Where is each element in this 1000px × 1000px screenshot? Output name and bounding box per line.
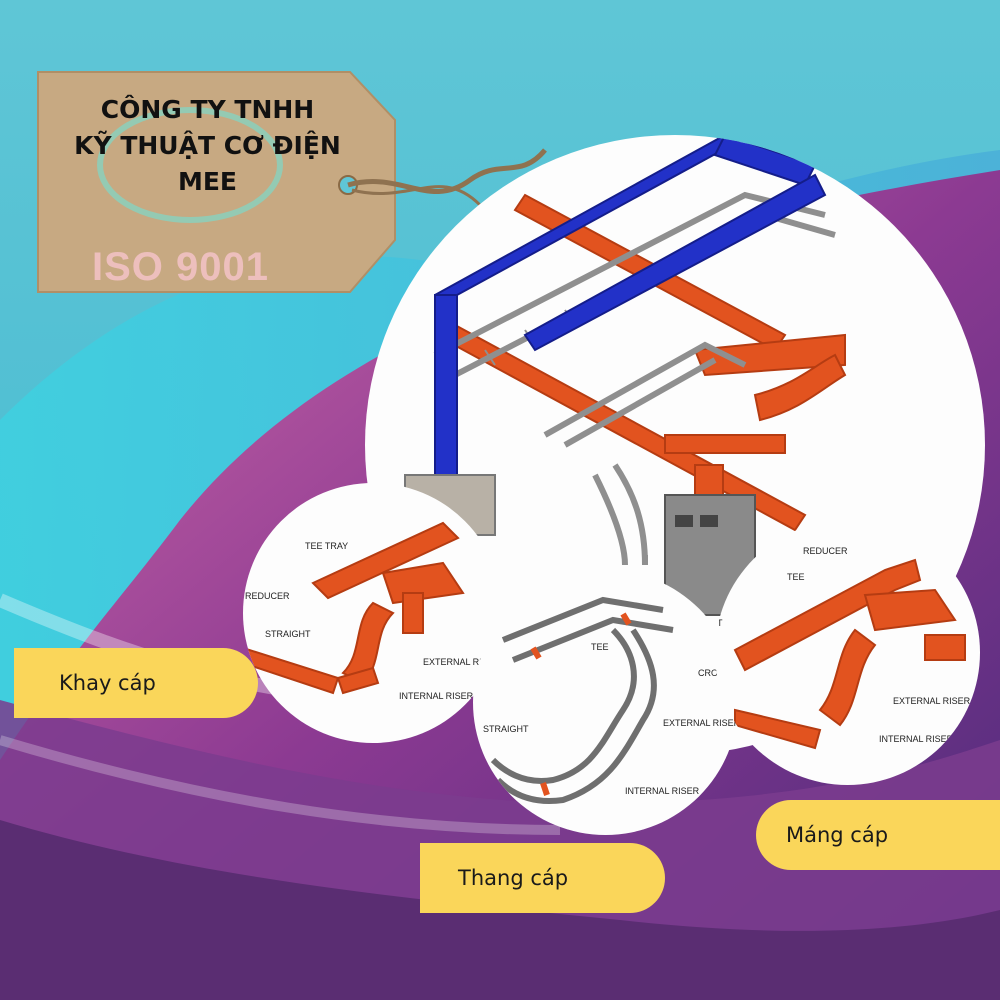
cable-trunking-illustration: REDUCER TEE EXTERNAL RISER INTERNAL RISE… xyxy=(717,546,971,750)
product-label-thang-cap: Thang cáp xyxy=(420,843,665,913)
tray-circle: TEE TRAY REDUCER STRAIGHT EXTERNAL RISER… xyxy=(243,483,503,743)
label-straight: STRAIGHT xyxy=(265,629,311,639)
label-tee-tray: TEE TRAY xyxy=(305,541,348,551)
product-label-khay-cap: Khay cáp xyxy=(14,648,258,718)
label-reducer: REDUCER xyxy=(803,546,848,556)
company-line-3: MEE xyxy=(177,167,238,196)
label-internal-riser: INTERNAL RISER xyxy=(399,691,474,701)
cable-ladder-illustration: TEE CROSS STRAIGHT EXTERNAL RISER INTERN… xyxy=(483,596,738,804)
product-name: Máng cáp xyxy=(786,823,889,847)
label-reducer: REDUCER xyxy=(245,591,290,601)
label-external-riser: EXTERNAL RISER xyxy=(893,696,971,706)
label-t: T xyxy=(717,618,723,628)
company-line-2: KỸ THUẬT CƠ ĐIỆN xyxy=(74,131,341,160)
product-label-mang-cap: Máng cáp xyxy=(756,800,1000,870)
label-tee: TEE xyxy=(591,642,609,652)
label-external-riser: EXTERNAL RISER xyxy=(423,657,501,667)
company-line-1: CÔNG TY TNHH xyxy=(100,95,315,124)
label-straight: STRAIGHT xyxy=(483,724,529,734)
label-cross: CROSS xyxy=(698,668,730,678)
label-tee: TEE xyxy=(787,572,805,582)
label-internal-riser: INTERNAL RISER xyxy=(625,786,700,796)
iso-certification: ISO 9001 xyxy=(92,245,270,289)
trunking-circle: REDUCER TEE EXTERNAL RISER INTERNAL RISE… xyxy=(715,520,980,785)
ladder-circle: TEE CROSS STRAIGHT EXTERNAL RISER INTERN… xyxy=(473,570,738,835)
label-internal-riser: INTERNAL RISER xyxy=(879,734,954,744)
cable-system-illustration xyxy=(404,135,847,616)
company-name: CÔNG TY TNHH KỸ THUẬT CƠ ĐIỆN MEE xyxy=(30,92,385,200)
product-name: Khay cáp xyxy=(59,671,156,695)
product-name: Thang cáp xyxy=(458,866,569,890)
cable-tray-illustration: TEE TRAY REDUCER STRAIGHT EXTERNAL RISER… xyxy=(243,521,501,701)
label-external-riser: EXTERNAL RISER xyxy=(663,718,738,728)
